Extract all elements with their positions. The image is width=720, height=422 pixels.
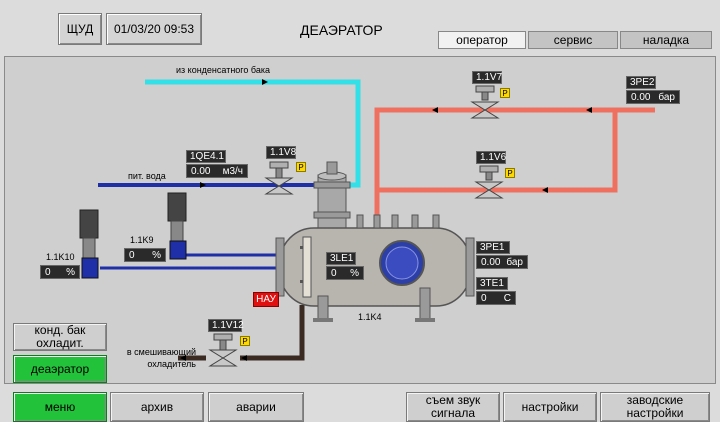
- valve-v8: [264, 161, 294, 195]
- v6-p-badge[interactable]: P: [505, 168, 515, 178]
- k9-value: 0%: [124, 248, 166, 262]
- v7-tag: 1.1V7: [472, 71, 502, 84]
- k10-tag: 1.1K10: [46, 252, 75, 262]
- pe2-tag: 3PE2: [626, 76, 656, 89]
- cooler-tank-button[interactable]: конд. бак охладит.: [13, 323, 107, 351]
- datetime-display: 01/03/20 09:53: [106, 13, 202, 45]
- deaerator-column: [313, 161, 351, 231]
- flow-arrow-icon: [586, 107, 592, 113]
- v12-tag: 1.1V12: [208, 319, 244, 332]
- deaerator-tank: [275, 214, 475, 322]
- logo-button[interactable]: ЩУД: [58, 13, 102, 45]
- pump-pipes: [100, 253, 280, 270]
- feed-water-label: пит. вода: [128, 171, 166, 181]
- settings-button[interactable]: настройки: [503, 392, 597, 422]
- tab-setup[interactable]: наладка: [620, 31, 712, 49]
- le1-value: 0%: [326, 266, 364, 280]
- qe4-1-tag: 1QE4.1: [186, 150, 226, 163]
- pump-k9: [167, 192, 187, 260]
- v6-tag: 1.1V6: [476, 151, 506, 164]
- alarms-button[interactable]: аварии: [208, 392, 304, 422]
- tab-operator[interactable]: оператор: [438, 31, 526, 49]
- flow-arrow-icon: [180, 355, 186, 361]
- factory-settings-button[interactable]: заводские настройки: [600, 392, 710, 422]
- v8-p-badge[interactable]: P: [296, 162, 306, 172]
- v8-tag: 1.1V8: [266, 146, 296, 159]
- mute-signal-button[interactable]: съем звук сигнала: [406, 392, 500, 422]
- valve-v12: [208, 333, 238, 367]
- v7-p-badge[interactable]: P: [500, 88, 510, 98]
- page-title: ДЕАЭРАТОР: [300, 22, 383, 38]
- flow-arrow-icon: [262, 79, 268, 85]
- condensate-tank-label: из конденсатного бака: [176, 65, 270, 75]
- valve-v6: [474, 165, 504, 199]
- pump-k10: [79, 209, 99, 279]
- archive-button[interactable]: архив: [110, 392, 204, 422]
- mixing-cooler-label: в смешивающий охладитель: [126, 347, 196, 369]
- valve-v7: [470, 85, 500, 119]
- flow-arrow-icon: [200, 182, 206, 188]
- pe1-tag: 3PE1: [476, 241, 510, 254]
- flow-arrow-icon: [542, 187, 548, 193]
- te1-tag: 3TE1: [476, 277, 508, 290]
- flow-arrow-icon: [432, 107, 438, 113]
- le1-tag: 3LE1: [326, 252, 356, 265]
- menu-button[interactable]: меню: [13, 392, 107, 422]
- k4-label: 1.1K4: [358, 312, 382, 322]
- k9-tag: 1.1K9: [130, 235, 154, 245]
- v12-p-badge[interactable]: P: [240, 336, 250, 346]
- flow-arrow-icon: [241, 355, 247, 361]
- k10-value: 0%: [40, 265, 80, 279]
- condensate-pipe: [145, 79, 361, 188]
- alarm-badge[interactable]: НАУ: [253, 292, 279, 307]
- deaerator-button[interactable]: деаэратор: [13, 355, 107, 383]
- tab-service[interactable]: сервис: [528, 31, 618, 49]
